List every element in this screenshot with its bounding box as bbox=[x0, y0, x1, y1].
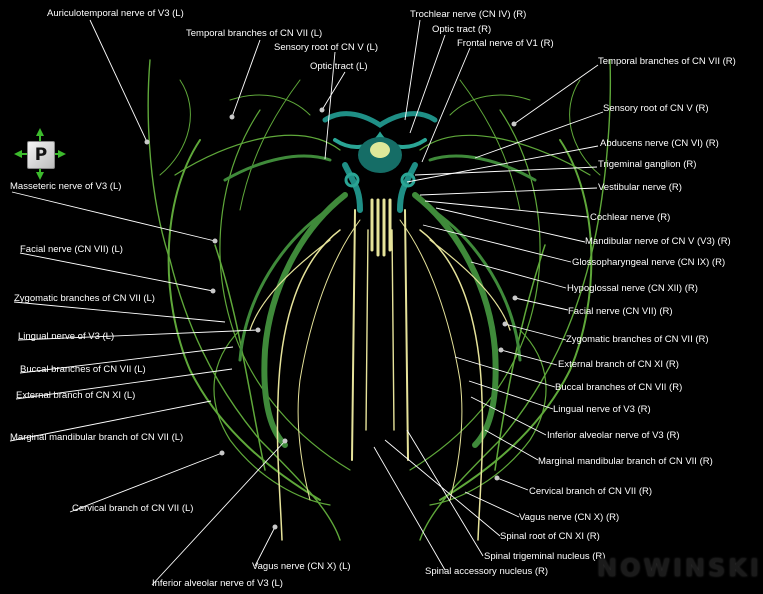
label-optic-tract-r: Optic tract (R) bbox=[432, 24, 491, 35]
label-inferior-alveolar-l: Inferior alveolar nerve of V3 (L) bbox=[152, 578, 283, 589]
nerve-network-green bbox=[148, 60, 610, 540]
view-cube-widget[interactable]: P bbox=[14, 128, 66, 180]
label-vagus-r: Vagus nerve (CN X) (R) bbox=[519, 512, 619, 523]
label-cervical-r: Cervical branch of CN VII (R) bbox=[529, 486, 652, 497]
label-mandibular-v3-r: Mandibular nerve of CN V (V3) (R) bbox=[585, 236, 731, 247]
label-marginal-mandibular-r: Marginal mandibular branch of CN VII (R) bbox=[538, 456, 713, 467]
label-lingual-l: Lingual nerve of V3 (L) bbox=[18, 331, 114, 342]
label-cochlear-r: Cochlear nerve (R) bbox=[590, 212, 670, 223]
label-hypoglossal-r: Hypoglossal nerve (CN XII) (R) bbox=[567, 283, 698, 294]
view-cube-face-label[interactable]: P bbox=[27, 141, 55, 169]
label-external-cn-xi-r: External branch of CN XI (R) bbox=[558, 359, 679, 370]
label-spinal-trigeminal-r: Spinal trigeminal nucleus (R) bbox=[484, 551, 605, 562]
label-lingual-r: Lingual nerve of V3 (R) bbox=[553, 404, 651, 415]
label-vestibular-r: Vestibular nerve (R) bbox=[598, 182, 682, 193]
label-inferior-alveolar-r: Inferior alveolar nerve of V3 (R) bbox=[547, 430, 680, 441]
label-masseteric-l: Masseteric nerve of V3 (L) bbox=[10, 181, 121, 192]
label-auriculotemporal-l: Auriculotemporal nerve of V3 (L) bbox=[47, 8, 184, 19]
label-vagus-l: Vagus nerve (CN X) (L) bbox=[252, 561, 351, 572]
label-trochlear-r: Trochlear nerve (CN IV) (R) bbox=[410, 9, 526, 20]
label-trigeminal-ganglion-r: Trigeminal ganglion (R) bbox=[598, 159, 696, 170]
label-external-cn-xi-l: External branch of CN XI (L) bbox=[16, 390, 135, 401]
label-frontal-v1-r: Frontal nerve of V1 (R) bbox=[457, 38, 554, 49]
label-zygomatic-l: Zygomatic branches of CN VII (L) bbox=[14, 293, 155, 304]
label-glossopharyngeal-r: Glossopharyngeal nerve (CN IX) (R) bbox=[572, 257, 725, 268]
label-optic-tract-l: Optic tract (L) bbox=[310, 61, 368, 72]
label-temporal-branches-l: Temporal branches of CN VII (L) bbox=[186, 28, 322, 39]
label-buccal-l: Buccal branches of CN VII (L) bbox=[20, 364, 146, 375]
label-spinal-root-xi-r: Spinal root of CN XI (R) bbox=[500, 531, 600, 542]
label-spinal-accessory-r: Spinal accessory nucleus (R) bbox=[425, 566, 548, 577]
label-sensory-root-l: Sensory root of CN V (L) bbox=[274, 42, 378, 53]
label-zygomatic-r: Zygomatic branches of CN VII (R) bbox=[566, 334, 709, 345]
label-cervical-l: Cervical branch of CN VII (L) bbox=[72, 503, 193, 514]
label-abducens-r: Abducens nerve (CN VI) (R) bbox=[600, 138, 719, 149]
brainstem-nerve-roots bbox=[325, 114, 435, 255]
label-buccal-r: Buccal branches of CN VII (R) bbox=[555, 382, 682, 393]
nowinski-logo: NOWINSKI bbox=[597, 554, 762, 582]
label-marginal-mandibular-l: Marginal mandibular branch of CN VII (L) bbox=[10, 432, 183, 443]
label-sensory-root-r: Sensory root of CN V (R) bbox=[603, 103, 709, 114]
label-facial-r: Facial nerve (CN VII) (R) bbox=[568, 306, 673, 317]
label-facial-l: Facial nerve (CN VII) (L) bbox=[20, 244, 123, 255]
label-temporal-branches-r: Temporal branches of CN VII (R) bbox=[598, 56, 736, 67]
leader-endpoints bbox=[145, 108, 518, 530]
